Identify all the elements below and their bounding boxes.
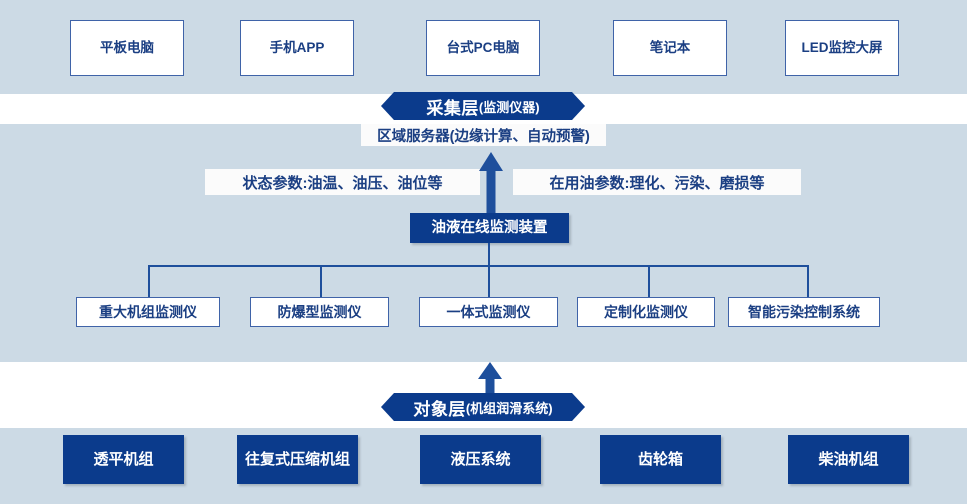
banner-object-layer: 对象层 (机组润滑系统)	[381, 393, 585, 421]
monitor-box-label: 防爆型监测仪	[277, 303, 362, 320]
object-box-hydraulic-system[interactable]: 液压系统	[420, 435, 541, 484]
connector-drop-2	[320, 265, 322, 297]
connector-drop-5	[807, 265, 809, 297]
client-box-label: 笔记本	[649, 40, 691, 56]
banner-collect-layer: 采集层(监测仪器)	[381, 92, 585, 120]
object-box-diesel-unit[interactable]: 柴油机组	[788, 435, 909, 484]
monitor-box-label: 智能污染控制系统	[748, 303, 860, 320]
up-arrow-icon-object	[478, 362, 502, 396]
monitor-box-label: 一体式监测仪	[446, 303, 531, 320]
label-in-use-oil-parameters: 在用油参数:理化、污染、磨损等	[513, 169, 801, 195]
monitor-box-label: 定制化监测仪	[604, 303, 688, 320]
label-state-parameters-text: 状态参数:油温、油压、油位等	[242, 174, 443, 192]
object-box-label: 往复式压缩机组	[244, 450, 350, 468]
device-box-label: 油液在线监测装置	[431, 219, 548, 236]
client-box-led-screen[interactable]: LED监控大屏	[785, 20, 899, 76]
label-in-use-oil-parameters-text: 在用油参数:理化、污染、磨损等	[549, 174, 765, 192]
monitor-box-integrated[interactable]: 一体式监测仪	[419, 297, 558, 327]
banner-object-sub: (机组润滑系统)	[465, 400, 553, 416]
banner-object-main: 对象层	[413, 399, 466, 419]
client-box-desktop-pc[interactable]: 台式PC电脑	[426, 20, 540, 76]
connector-device-stem	[488, 243, 490, 266]
object-box-label: 柴油机组	[818, 450, 879, 468]
client-box-label: LED监控大屏	[801, 40, 883, 56]
label-state-parameters: 状态参数:油温、油压、油位等	[205, 169, 480, 195]
object-box-reciprocating-compressor[interactable]: 往复式压缩机组	[237, 435, 358, 484]
connector-drop-3	[488, 265, 490, 297]
object-box-gearbox[interactable]: 齿轮箱	[600, 435, 721, 484]
client-box-laptop[interactable]: 笔记本	[613, 20, 727, 76]
object-box-turbine-unit[interactable]: 透平机组	[63, 435, 184, 484]
monitor-box-customized[interactable]: 定制化监测仪	[577, 297, 715, 327]
client-box-label: 平板电脑	[100, 40, 154, 56]
device-box-online-oil-monitor[interactable]: 油液在线监测装置	[410, 213, 569, 243]
label-region-server: 区域服务器(边缘计算、自动预警)	[361, 124, 606, 146]
object-box-label: 液压系统	[450, 450, 511, 468]
client-box-tablet[interactable]: 平板电脑	[70, 20, 184, 76]
monitor-box-explosion-proof[interactable]: 防爆型监测仪	[250, 297, 389, 327]
object-box-label: 透平机组	[93, 450, 154, 468]
banner-collect-main: 采集层	[426, 98, 479, 118]
connector-branch-bar	[148, 265, 809, 267]
object-box-label: 齿轮箱	[637, 450, 683, 468]
client-box-label: 手机APP	[269, 40, 325, 56]
client-box-mobile-app[interactable]: 手机APP	[240, 20, 354, 76]
label-region-server-text: 区域服务器(边缘计算、自动预警)	[377, 128, 590, 145]
banner-collect-sub: (监测仪器)	[478, 99, 540, 115]
connector-drop-1	[148, 265, 150, 297]
monitor-box-major-unit[interactable]: 重大机组监测仪	[76, 297, 220, 327]
client-box-label: 台式PC电脑	[446, 40, 520, 56]
monitor-box-label: 重大机组监测仪	[99, 303, 197, 320]
up-arrow-icon-collect	[479, 152, 503, 216]
connector-drop-4	[648, 265, 650, 297]
monitor-box-smart-contamination-control[interactable]: 智能污染控制系统	[728, 297, 880, 327]
